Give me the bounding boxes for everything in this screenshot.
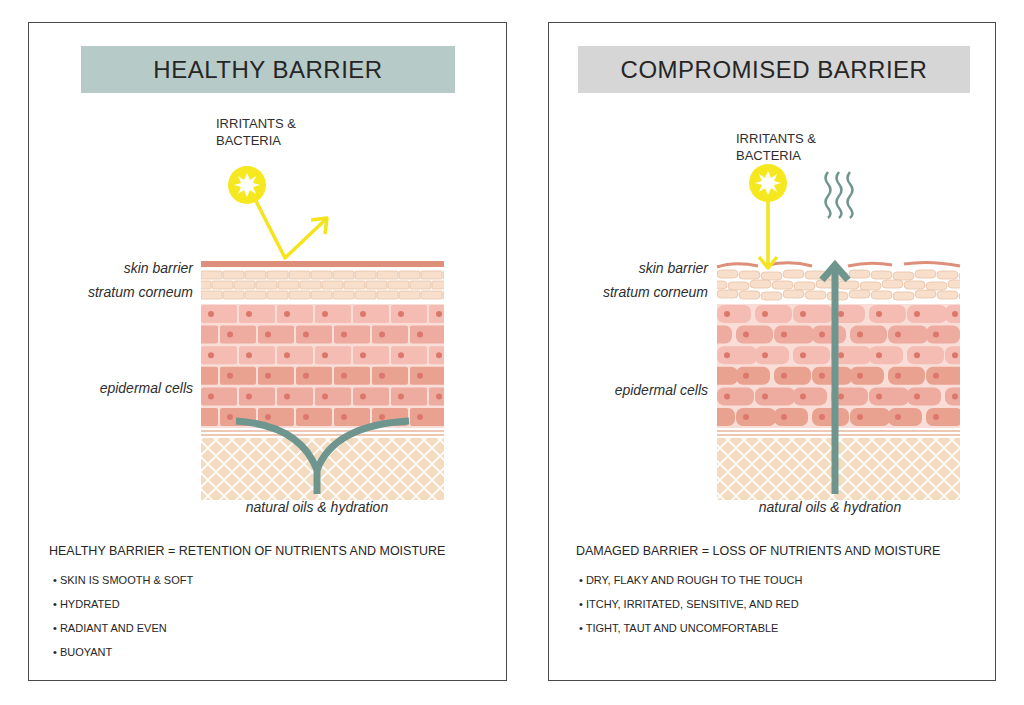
layer-label: skin barrier <box>124 259 193 277</box>
layer-label: skin barrier <box>639 259 708 277</box>
bullet-text: • DRY, FLAKY AND ROUGH TO THE TOUCH <box>579 574 803 588</box>
irritant-symbol <box>228 166 327 258</box>
layer-label: epidermal cells <box>615 381 708 399</box>
heading-text: COMPROMISED BARRIER <box>621 55 928 85</box>
moisture-loss-waves <box>826 172 853 218</box>
bullet-text: • HYDRATED <box>53 598 120 612</box>
panel-box: DAMAGED BARRIER = LOSS OF NUTRIENTS AND … <box>548 22 996 681</box>
irritant-label: IRRITANTS & BACTERIA <box>736 131 846 165</box>
bullet-text: • TIGHT, TAUT AND UNCOMFORTABLE <box>579 622 778 636</box>
summary-text: HEALTHY BARRIER = RETENTION OF NUTRIENTS… <box>49 544 445 560</box>
bullet-text: • SKIN IS SMOOTH & SOFT <box>53 574 193 588</box>
summary-text: DAMAGED BARRIER = LOSS OF NUTRIENTS AND … <box>576 544 940 560</box>
irritant-label: IRRITANTS & BACTERIA <box>216 116 326 150</box>
irritant-symbol <box>749 164 787 268</box>
hydration-label: natural oils & hydration <box>246 498 388 516</box>
heading-band: COMPROMISED BARRIER <box>578 46 970 93</box>
heading-band: HEALTHY BARRIER <box>81 46 455 93</box>
moisture-loss-arrow <box>822 265 848 494</box>
hydration-arrow <box>236 421 409 494</box>
bullet-text: • RADIANT AND EVEN <box>53 622 167 636</box>
bullet-text: • ITCHY, IRRITATED, SENSITIVE, AND RED <box>579 598 799 612</box>
heading-text: HEALTHY BARRIER <box>153 55 382 85</box>
layer-label: stratum corneum <box>88 283 193 301</box>
layer-label: epidermal cells <box>100 379 193 397</box>
skin-section <box>163 261 522 500</box>
hydration-label: natural oils & hydration <box>759 498 901 516</box>
layer-label: stratum corneum <box>603 283 708 301</box>
bullet-text: • BUOYANT <box>53 646 112 660</box>
skin-section <box>679 262 1024 500</box>
